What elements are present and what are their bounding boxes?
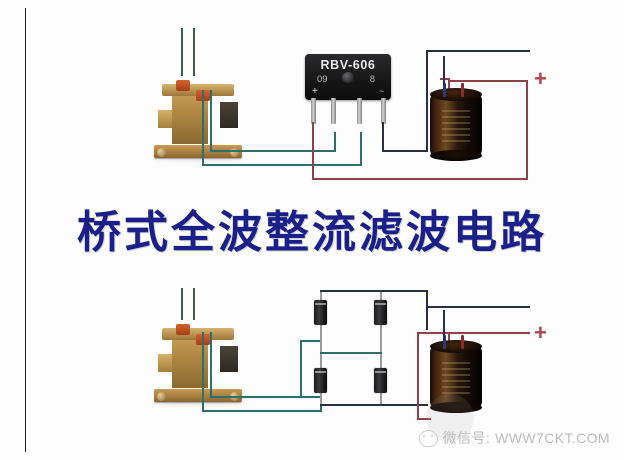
page-title: 桥式全波整流滤波电路: [77, 207, 547, 258]
watermark-label: 微信号:: [442, 430, 491, 446]
bridge-plus-terminal-label: +: [312, 86, 318, 97]
secondary-lead-b-2: [210, 332, 212, 398]
ac-wire-b-top-2: [300, 340, 320, 342]
transformer-bottom: [150, 316, 246, 405]
filter-capacitor-bottom: [430, 335, 482, 413]
primary-lead-right-2: [193, 288, 195, 320]
ac-wire-b-riser-2: [300, 340, 302, 398]
capacitor-positive-lead: [461, 83, 464, 97]
bridge-bottom-rail-2: [320, 404, 428, 406]
primary-lead-left-2: [181, 288, 183, 320]
dc-minus-bottom-tie-2: [417, 418, 431, 420]
dc-minus-wire-horizontal: [312, 178, 528, 180]
primary-lead-right: [193, 28, 195, 76]
dc-out-top-rail: [426, 50, 530, 52]
bridge-mark-right: 8: [369, 74, 375, 85]
diode-d2: [374, 300, 387, 325]
transformer-top: [150, 72, 246, 161]
bridge-mid-tie-a: [320, 352, 382, 354]
diode-leg-right: [380, 290, 382, 406]
watermark-url: WWW7CKT.COM: [495, 430, 610, 446]
bridge-mark-left: 09: [317, 74, 328, 85]
ac-wire-a-vertical: [360, 132, 362, 166]
page-left-border: [25, 8, 26, 452]
secondary-lead-b: [210, 90, 212, 152]
dc-minus-wire-vertical: [312, 122, 314, 180]
wechat-icon: [418, 429, 438, 447]
diode-leg-left: [320, 290, 322, 406]
filter-capacitor-top: [430, 83, 482, 161]
secondary-lead-a-2: [202, 332, 204, 412]
ac-wire-b-run-2: [210, 396, 320, 398]
dc-minus-left-riser-2: [417, 332, 419, 420]
dc-plus-cap-joint: [440, 78, 450, 80]
bridge-ac-terminal-label: ~: [379, 87, 384, 96]
diode-d4: [374, 368, 387, 393]
bridge-pin-4: [381, 98, 386, 124]
watermark: 微信号: WWW7CKT.COM: [418, 428, 610, 448]
ac-wire-b-vertical: [334, 132, 336, 152]
capacitor-negative-tie-2: [443, 310, 445, 340]
output-plus-marker-top: +: [534, 66, 547, 91]
diode-d1: [314, 300, 327, 325]
primary-lead-left: [181, 28, 183, 76]
ac-wire-a-run-2: [202, 410, 322, 412]
dc-plus-rail-2: [417, 332, 530, 334]
bridge-pin-3: [357, 98, 362, 124]
bridge-rectifier-module: RBV-606 09 8 + ~: [305, 54, 391, 100]
capacitor-negative-tie: [443, 56, 445, 86]
secondary-lead-a: [202, 90, 204, 166]
bridge-top-rail-2: [320, 290, 428, 292]
bridge-top-riser-2: [426, 290, 428, 330]
dc-out-wire-vertical: [382, 122, 384, 152]
capacitor-negative-lead-2: [443, 335, 446, 349]
dc-plus-to-cap: [448, 80, 528, 82]
capacitor-positive-lead-2: [461, 335, 464, 349]
bridge-pin-1: [311, 98, 316, 124]
output-plus-marker-bottom: +: [534, 320, 547, 345]
bridge-pin-2: [331, 98, 336, 124]
ac-wire-b-horizontal: [210, 150, 336, 152]
dc-out-wire-horizontal: [382, 150, 428, 152]
diode-d3: [314, 368, 327, 393]
bridge-part-number: RBV-606: [320, 58, 376, 72]
bridge-mount-hole: [342, 72, 354, 83]
dc-plus-riser: [526, 80, 528, 180]
ac-wire-a-horizontal: [202, 164, 362, 166]
capacitor-negative-lead: [443, 83, 446, 97]
dc-out-riser: [426, 50, 428, 152]
dc-out-top-rail-2: [426, 306, 530, 308]
